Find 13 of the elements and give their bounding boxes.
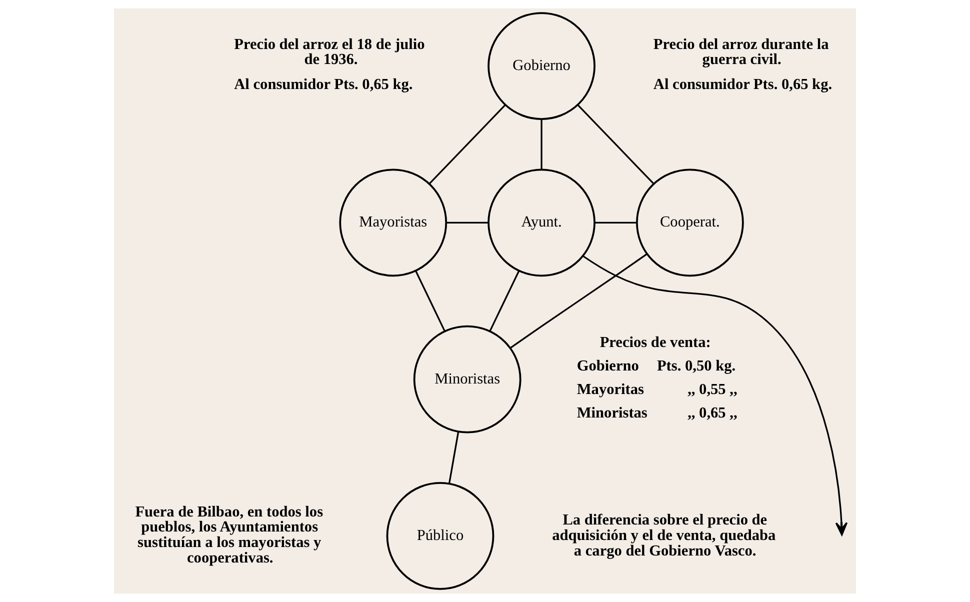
label: La diferencia sobre el precio de adquisición y el de venta, quedaba a cargo del Gobierno Vasco. (552, 512, 776, 560)
label: ,, 0,65 ,, (688, 404, 738, 422)
label: ,, 0,55 ,, (688, 380, 738, 398)
label: Fuera de Bilbao, en todos los pueblos, los Ayuntamientos sustituían a los mayoristas y cooperativas. (135, 503, 324, 566)
label: Precio del arroz durante la guerra civil. (653, 36, 829, 68)
label: Al consumidor Pts. 0,65 kg. (653, 76, 832, 93)
label: Precios de venta: (600, 334, 711, 351)
label: Minoristas (576, 404, 648, 422)
label: Pts. 0,50 kg. (656, 357, 736, 374)
label: Mayoritas (576, 380, 644, 398)
label: Al consumidor Pts. 0,65 kg. (234, 76, 413, 93)
label: Precio del arroz el 18 de julio de 1936. (234, 36, 425, 68)
label: Gobierno (576, 357, 639, 374)
